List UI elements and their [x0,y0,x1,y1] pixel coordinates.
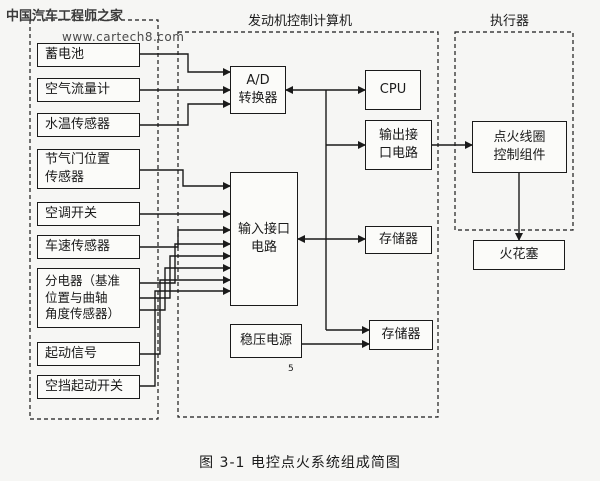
ecu-voltage-regulator-label: 稳压电源 [239,333,292,349]
input-distributor: 分电器（基准 位置与曲轴 角度传感器） [37,268,140,328]
actuator-region-title: 执行器 [490,14,530,29]
input-airflow-meter-label: 空气流量计 [45,82,111,98]
wire-start-input [140,276,231,355]
ecu-input-interface-label: 输入接口 电路 [237,222,290,255]
wire-neutral-input [140,287,231,387]
ecu-region [177,31,439,418]
ecu-adc-converter: A/D 转换器 [230,66,286,114]
wire-coolant-adc [140,100,231,126]
input-battery-label: 蓄电池 [45,47,85,63]
input-coolant-sensor: 水温传感器 [37,113,140,137]
stray-mark: 5 [288,364,294,374]
input-throttle-sensor: 节气门位置 传感器 [37,149,140,189]
input-start-signal: 起动信号 [37,342,140,366]
sensors-region [29,19,159,420]
wire-distributor-input-1 [140,240,231,284]
watermark-logo: 中国汽车工程师之家 [6,9,124,24]
input-speed-sensor: 车速传感器 [37,235,140,259]
wire-speed-input [140,226,231,248]
actuator-igniter-module: 点火线圈 控制组件 [472,121,567,173]
figure-caption: 图 3-1 电控点火系统组成简图 [199,455,401,471]
wire-throttle-input [140,169,231,190]
input-battery: 蓄电池 [37,43,140,67]
input-ac-switch-label: 空调开关 [45,206,98,222]
ecu-input-interface: 输入接口 电路 [230,172,298,306]
actuator-igniter-module-label: 点火线圈 控制组件 [493,130,546,163]
input-neutral-switch: 空挡起动开关 [37,375,140,399]
actuator-region [454,31,574,231]
ecu-voltage-regulator: 稳压电源 [230,324,302,358]
input-start-signal-label: 起动信号 [45,346,98,362]
input-coolant-sensor-label: 水温传感器 [45,117,111,133]
input-neutral-switch-label: 空挡起动开关 [45,379,124,395]
ecu-cpu: CPU [365,70,421,110]
ecu-memory-2-label: 存储器 [381,327,421,343]
actuator-spark-plug: 火花塞 [473,240,565,270]
wire-distributor-input-3 [140,264,231,311]
input-ac-switch: 空调开关 [37,202,140,226]
input-airflow-meter: 空气流量计 [37,78,140,102]
wire-battery-adc [140,53,231,76]
watermark-url: www.cartech8.com [62,30,185,44]
ecu-region-title: 发动机控制计算机 [248,14,353,29]
ecu-memory-1-label: 存储器 [378,232,418,248]
ecu-memory-1: 存储器 [365,226,432,254]
input-distributor-label: 分电器（基准 位置与曲轴 角度传感器） [45,272,121,322]
ecu-memory-2: 存储器 [369,320,433,350]
ecu-output-interface-label: 输出接 口电路 [378,128,418,161]
actuator-spark-plug-label: 火花塞 [499,247,539,263]
input-speed-sensor-label: 车速传感器 [45,239,111,255]
ecu-adc-converter-label: A/D 转换器 [238,73,278,106]
input-throttle-sensor-label: 节气门位置 传感器 [45,152,111,185]
ecu-output-interface: 输出接 口电路 [365,120,432,170]
ecu-cpu-label: CPU [379,82,407,98]
